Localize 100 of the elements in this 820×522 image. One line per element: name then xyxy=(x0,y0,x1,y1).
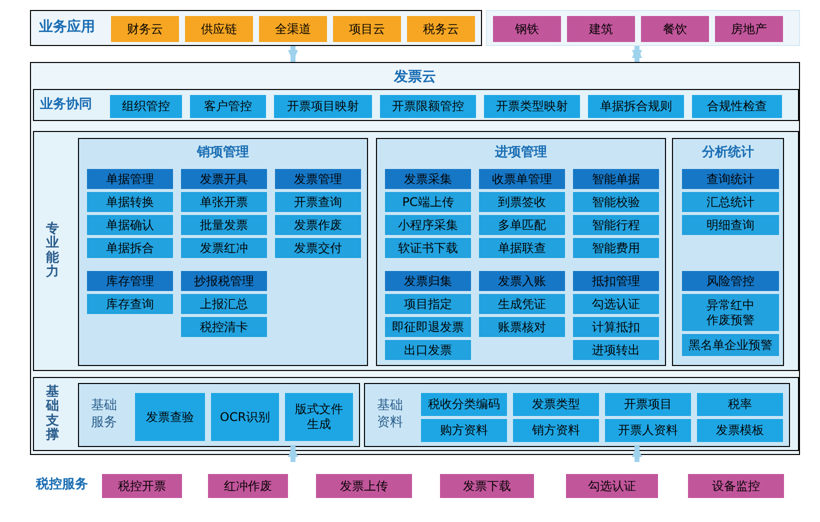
function-box: OCR识别 xyxy=(211,393,279,441)
function-box: 生成凭证 xyxy=(479,294,565,314)
function-box: 单据确认 xyxy=(87,215,173,235)
app-box: 财务云 xyxy=(111,16,179,42)
function-box: 智能行程 xyxy=(573,215,659,235)
layer-panel xyxy=(33,377,799,451)
industry-box: 餐饮 xyxy=(641,16,709,42)
function-box: 开票项目映射 xyxy=(274,95,372,118)
module-header: 风险管控 xyxy=(682,271,779,291)
function-box: 单据拆合规则 xyxy=(588,95,684,118)
section-title: 税控服务 xyxy=(36,478,88,491)
module-panel xyxy=(78,138,368,366)
function-box: 发票交付 xyxy=(275,238,361,258)
section-title: 专业能力 xyxy=(46,222,59,280)
function-box: 开票查询 xyxy=(275,192,361,212)
function-box: 税率 xyxy=(697,393,783,416)
group-panel xyxy=(486,10,800,46)
function-box: 客户管控 xyxy=(190,95,266,118)
layer-panel xyxy=(33,89,799,121)
function-box: 汇总统计 xyxy=(682,192,779,212)
service-box: 发票下载 xyxy=(440,474,534,498)
function-box: 发票类型 xyxy=(513,393,599,416)
function-box: 进项转出 xyxy=(573,340,659,360)
service-box: 设备监控 xyxy=(688,474,784,498)
function-box: PC端上传 xyxy=(385,192,471,212)
app-box: 全渠道 xyxy=(259,16,327,42)
group-panel xyxy=(30,10,482,46)
function-box: 发票查验 xyxy=(135,393,205,441)
service-box: 税控开票 xyxy=(102,474,182,498)
section-title: 基础支撑 xyxy=(46,385,59,443)
module-header: 抄报税管理 xyxy=(181,271,267,291)
function-box: 明细查询 xyxy=(682,215,779,235)
function-box: 开票类型映射 xyxy=(484,95,580,118)
module-header: 查询统计 xyxy=(682,169,779,189)
function-box: 单张开票 xyxy=(181,192,267,212)
section-title: 发票云 xyxy=(394,70,436,84)
arrow xyxy=(632,46,642,62)
function-box: 税控清卡 xyxy=(181,317,267,337)
function-box: 发票模板 xyxy=(697,419,783,442)
app-box: 项目云 xyxy=(333,16,401,42)
function-box: 版式文件生成 xyxy=(285,393,353,441)
module-header: 发票管理 xyxy=(275,169,361,189)
module-panel xyxy=(78,383,360,447)
module-header: 发票开具 xyxy=(181,169,267,189)
section-title: 基础资料 xyxy=(377,398,404,432)
arrow xyxy=(632,445,642,462)
function-box: 开票限额管控 xyxy=(380,95,476,118)
function-box: 智能校验 xyxy=(573,192,659,212)
function-box: 多单匹配 xyxy=(479,215,565,235)
function-box: 购方资料 xyxy=(421,419,507,442)
industry-box: 建筑 xyxy=(567,16,635,42)
function-box: 开票人资料 xyxy=(605,419,691,442)
app-box: 税务云 xyxy=(407,16,475,42)
section-title: 基础服务 xyxy=(91,398,118,432)
function-box: 批量发票 xyxy=(181,215,267,235)
function-box: 税收分类编码 xyxy=(421,393,507,416)
function-box: 软证书下载 xyxy=(385,238,471,258)
function-box: 合规性检查 xyxy=(692,95,782,118)
function-box: 销方资料 xyxy=(513,419,599,442)
service-box: 红冲作废 xyxy=(208,474,288,498)
arrow xyxy=(288,445,298,462)
section-title: 进项管理 xyxy=(495,145,547,162)
function-box: 发票红冲 xyxy=(181,238,267,258)
function-box: 到票签收 xyxy=(479,192,565,212)
function-box: 黑名单企业预警 xyxy=(682,334,779,356)
function-box: 勾选认证 xyxy=(573,294,659,314)
module-header: 发票归集 xyxy=(385,271,471,291)
industry-box: 钢铁 xyxy=(493,16,561,42)
module-panel xyxy=(672,138,784,366)
function-box: 计算抵扣 xyxy=(573,317,659,337)
function-box: 项目指定 xyxy=(385,294,471,314)
module-header: 发票采集 xyxy=(385,169,471,189)
module-header: 单据管理 xyxy=(87,169,173,189)
module-panel xyxy=(376,138,666,366)
function-box: 上报汇总 xyxy=(181,294,267,314)
function-box: 单据转换 xyxy=(87,192,173,212)
app-box: 供应链 xyxy=(185,16,253,42)
function-box: 开票项目 xyxy=(605,393,691,416)
section-title: 销项管理 xyxy=(197,145,249,162)
section-title: 业务应用 xyxy=(39,20,95,34)
layer-panel xyxy=(33,131,799,371)
module-header: 库存管理 xyxy=(87,271,173,291)
module-panel xyxy=(364,383,790,447)
industry-box: 房地产 xyxy=(715,16,783,42)
function-box: 库存查询 xyxy=(87,294,173,314)
function-box: 小程序采集 xyxy=(385,215,471,235)
service-box: 发票上传 xyxy=(316,474,412,498)
function-box: 异常红中作废预警 xyxy=(682,294,779,331)
module-header: 抵扣管理 xyxy=(573,271,659,291)
section-title: 业务协同 xyxy=(40,98,92,111)
function-box: 组织管控 xyxy=(110,95,182,118)
function-box: 即征即退发票 xyxy=(385,317,471,337)
module-header: 智能单据 xyxy=(573,169,659,189)
section-title: 分析统计 xyxy=(702,145,754,162)
function-box: 智能费用 xyxy=(573,238,659,258)
arrow xyxy=(288,46,298,62)
function-box: 发票作废 xyxy=(275,215,361,235)
module-header: 发票入账 xyxy=(479,271,565,291)
module-header: 收票单管理 xyxy=(479,169,565,189)
platform-panel xyxy=(30,62,800,455)
